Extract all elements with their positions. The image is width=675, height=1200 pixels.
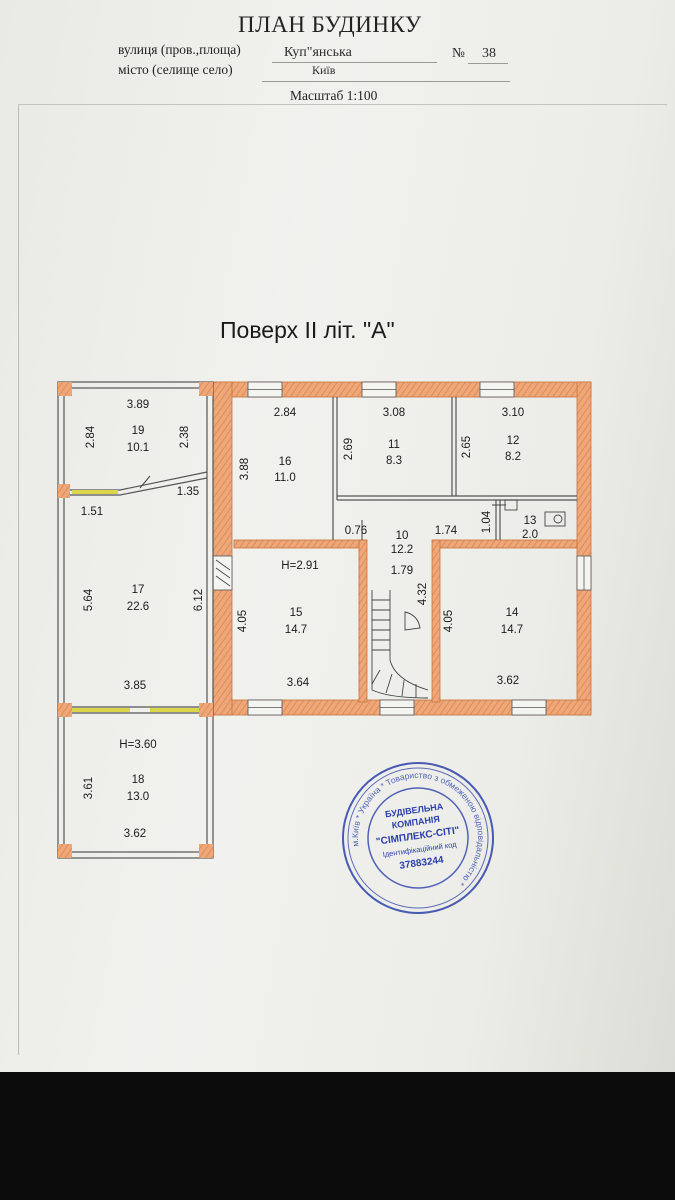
- r15-bottom-dim: 3.64: [287, 677, 310, 689]
- street-value: Куп"янська: [284, 45, 352, 60]
- interior-walls: [332, 397, 577, 540]
- r18-left-dim: 3.61: [83, 777, 95, 799]
- r16-left-dim: 3.88: [239, 458, 251, 480]
- r18-number: 18: [132, 774, 145, 786]
- r18-height: H=3.60: [119, 739, 156, 751]
- r19-number: 19: [132, 425, 145, 437]
- r16-number: 16: [279, 456, 292, 468]
- street-label: вулиця (пров.,площа): [118, 42, 241, 57]
- r10-dim2: 1.74: [435, 525, 458, 537]
- scale-label: Масштаб 1:100: [290, 88, 378, 103]
- r13-number: 13: [524, 515, 537, 527]
- doors: [139, 475, 506, 540]
- staircase: [371, 590, 429, 699]
- r11-top-dim: 3.08: [383, 407, 405, 419]
- r16-top-dim: 2.84: [274, 407, 297, 419]
- r14-area: 14.7: [501, 624, 523, 636]
- city-label: місто (селище село): [118, 62, 233, 77]
- street-underline: [272, 62, 437, 63]
- r16-area: 11.0: [274, 472, 296, 484]
- city-value: Київ: [312, 63, 336, 77]
- r11-area: 8.3: [386, 455, 402, 467]
- r17-left-dim: 5.64: [83, 588, 95, 611]
- r15-left-dim: 4.05: [237, 610, 249, 632]
- number-underline: [468, 63, 508, 64]
- r10-area: 12.2: [391, 544, 413, 556]
- r12-number: 12: [507, 435, 520, 447]
- r11-left-dim: 2.69: [343, 438, 355, 460]
- page-frame: [18, 104, 667, 1055]
- r13-area: 2.0: [522, 529, 538, 541]
- number-value: 38: [482, 46, 496, 61]
- r15-number: 15: [290, 607, 303, 619]
- floor-plan: 3.89 19 10.1 2.84 2.38 1.51 1.35 17 22.6…: [57, 381, 592, 914]
- r12-area: 8.2: [505, 451, 521, 463]
- r10-dim4: 4.32: [417, 583, 429, 605]
- yellow-glazing: [72, 490, 199, 712]
- r18-bottom-dim: 3.62: [124, 828, 146, 840]
- r11-number: 11: [388, 439, 400, 451]
- number-label: №: [452, 45, 465, 60]
- document-title: ПЛАН БУДИНКУ: [238, 12, 422, 37]
- stamp-line5: 37883244: [399, 855, 445, 872]
- document-page: [0, 0, 675, 1072]
- r17-right-dim: 6.12: [193, 589, 205, 611]
- veranda-corners: [58, 382, 213, 858]
- r13-side-dim: 1.04: [481, 510, 493, 533]
- r12-left-dim: 2.65: [461, 436, 473, 458]
- r17-number: 17: [132, 584, 145, 596]
- r17-bottom-dim: 3.85: [124, 680, 146, 692]
- r17-area: 22.6: [127, 601, 149, 613]
- r18-area: 13.0: [127, 791, 149, 803]
- r19-left-dim: 2.84: [85, 425, 97, 448]
- r10-dim3: 1.79: [391, 565, 413, 577]
- r19-top-dim: 3.89: [127, 399, 149, 411]
- r19-right-dim: 2.38: [179, 426, 191, 448]
- wc-fixture: [504, 499, 566, 527]
- r15-height: H=2.91: [281, 560, 318, 572]
- company-stamp: м.Київ * Україна * Товариство з обмежено…: [341, 761, 494, 914]
- r12-top-dim: 3.10: [502, 407, 524, 419]
- r10-number: 10: [396, 530, 409, 542]
- r10-dim1: 0.76: [345, 525, 367, 537]
- r14-bottom-dim: 3.62: [497, 675, 519, 687]
- r14-number: 14: [506, 607, 519, 619]
- r17-top2-dim: 1.35: [177, 486, 199, 498]
- r17-top1-dim: 1.51: [81, 506, 103, 518]
- wall-hatch-marks: [215, 559, 231, 587]
- r15-area: 14.7: [285, 624, 307, 636]
- city-underline: [262, 81, 510, 82]
- r14-left-dim: 4.05: [443, 610, 455, 632]
- r19-area: 10.1: [127, 442, 149, 454]
- floor-title: Поверх II літ. "А": [220, 317, 395, 343]
